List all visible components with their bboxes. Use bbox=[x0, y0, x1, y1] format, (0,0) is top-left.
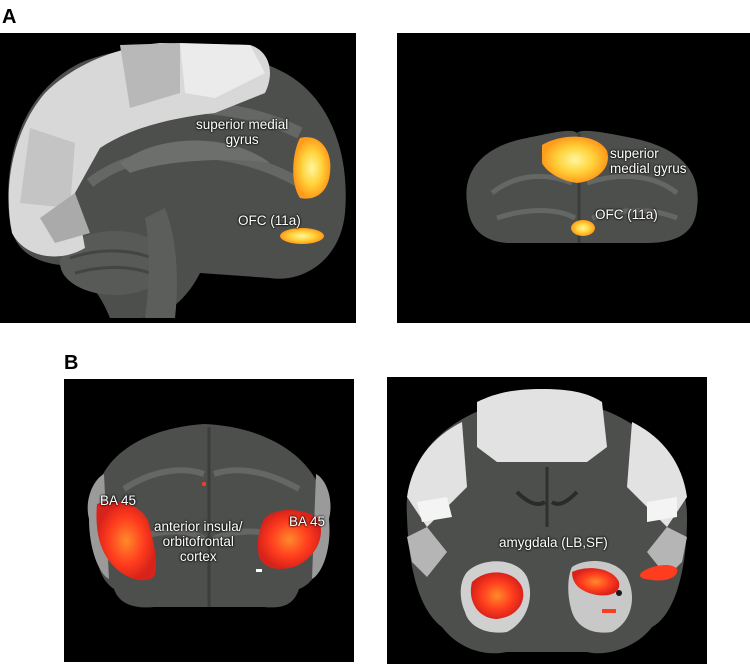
coronal-b1-label-insula-line3: cortex bbox=[179, 549, 217, 564]
panel-letter-b: B bbox=[64, 352, 79, 374]
coronal-b2-activation-right bbox=[572, 568, 620, 596]
sagittal-label-ofc: OFC (11a) bbox=[238, 213, 301, 228]
coronal-b1-label-ba45-right: BA 45 bbox=[289, 514, 326, 529]
sagittal-brain-svg bbox=[8, 43, 346, 319]
coronal-b1-label-ba45-left: BA 45 bbox=[100, 493, 137, 508]
coronal-a-brain-tissue bbox=[466, 130, 698, 243]
sagittal-activation-ofc bbox=[280, 228, 324, 244]
coronal-b2-label-amygdala: amygdala (LB,SF) bbox=[499, 535, 608, 550]
coronal-b1-label-insula: anterior insula/ orbitofrontal cortex bbox=[154, 519, 243, 564]
coronal-b1-brain-slice: BA 45 BA 45 anterior insula/ orbitofront… bbox=[64, 379, 354, 662]
coronal-a-activation-ofc bbox=[571, 220, 595, 236]
coronal-a-brain-svg bbox=[466, 130, 698, 243]
sagittal-brain-slice: superior medial gyrus OFC (11a) bbox=[0, 33, 356, 323]
sagittal-activation-smg bbox=[293, 137, 331, 199]
coronal-b1-activation-left bbox=[96, 501, 157, 581]
sagittal-label-smg-line1: superior medial bbox=[196, 117, 289, 132]
sagittal-label-smg: superior medial gyrus bbox=[196, 117, 288, 147]
coronal-a-brain-slice: superior medial gyrus OFC (11a) bbox=[397, 33, 750, 323]
coronal-b2-atlas-overlay bbox=[477, 389, 607, 462]
sagittal-label-smg-line2: gyrus bbox=[225, 132, 259, 147]
coronal-b1-brain-svg bbox=[87, 424, 331, 608]
coronal-a-label-smg: superior medial gyrus bbox=[610, 146, 687, 176]
coronal-a-label-smg-line2: medial gyrus bbox=[610, 161, 687, 176]
coronal-b1-label-insula-line2: orbitofrontal bbox=[162, 534, 234, 549]
coronal-b2-activation-left bbox=[470, 572, 524, 619]
coronal-a-label-smg-line1: superior bbox=[610, 146, 659, 161]
coronal-b1-label-insula-line1: anterior insula/ bbox=[154, 519, 243, 534]
coronal-b1-activation-right bbox=[257, 510, 322, 569]
panel-letter-a: A bbox=[2, 6, 17, 28]
coronal-a-label-ofc: OFC (11a) bbox=[595, 207, 658, 222]
coronal-b2-brain-svg bbox=[406, 389, 687, 654]
coronal-a-activation-smg bbox=[542, 136, 608, 183]
coronal-b2-brain-slice: amygdala (LB,SF) bbox=[387, 377, 707, 664]
